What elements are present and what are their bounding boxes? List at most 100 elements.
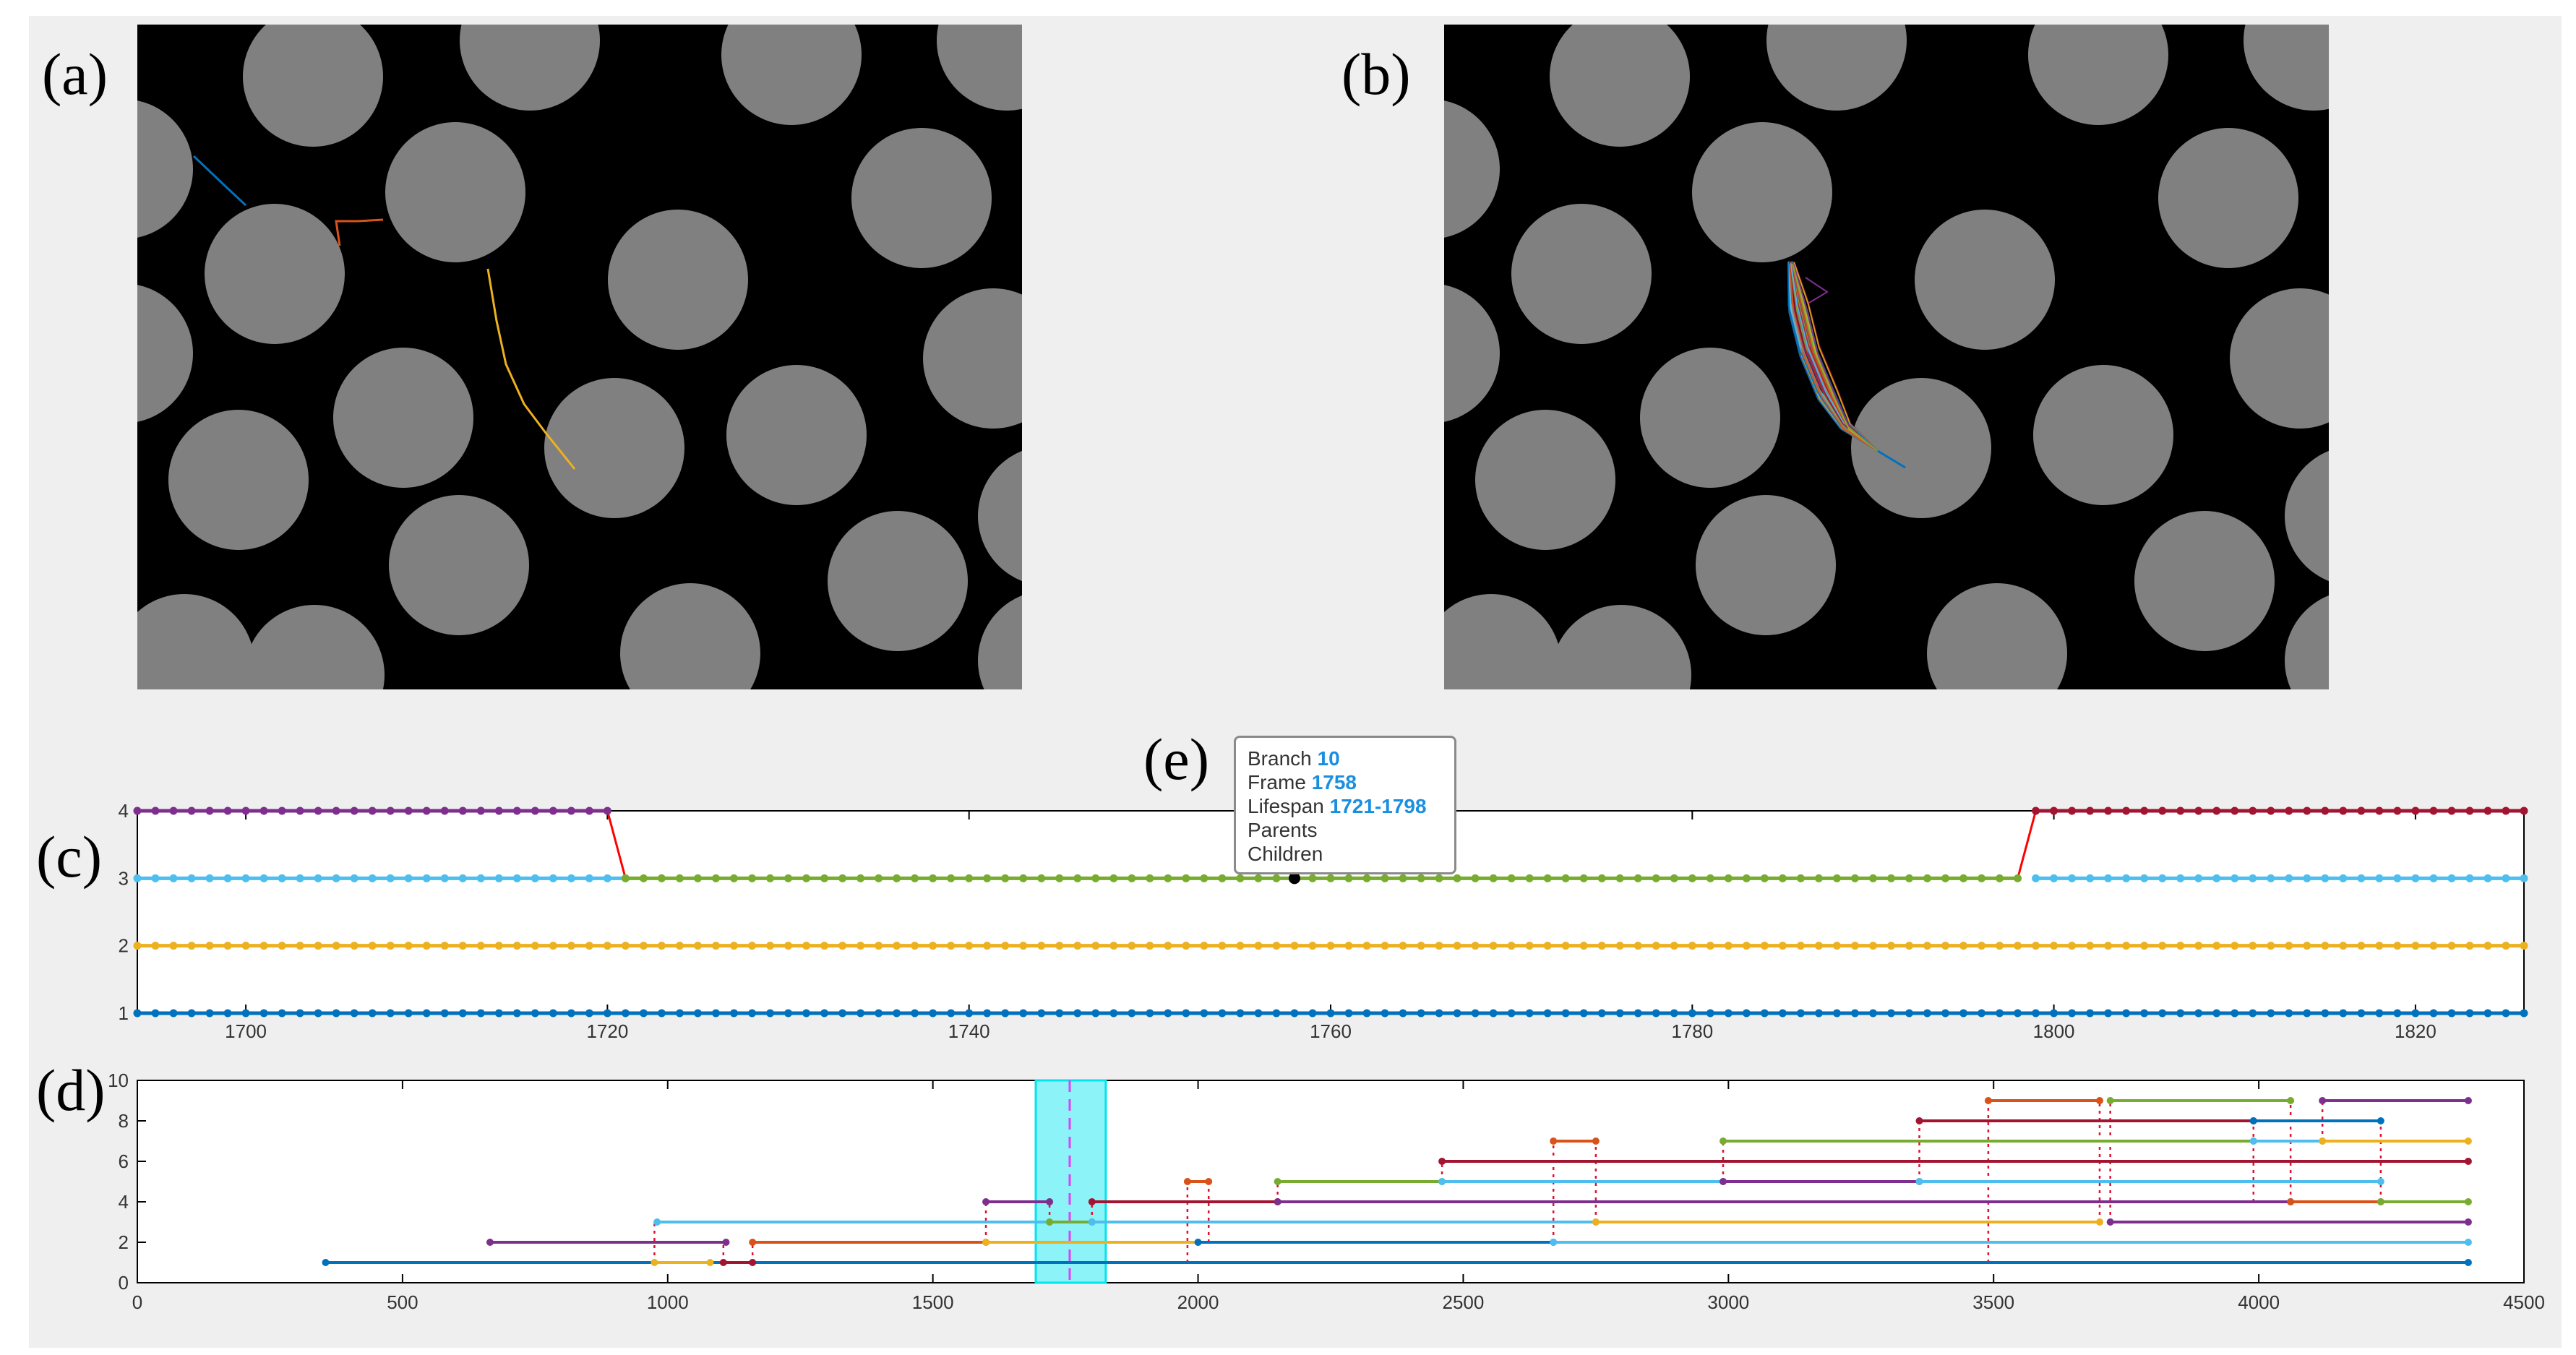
frame-point bbox=[1561, 942, 1570, 950]
frame-point bbox=[2050, 806, 2058, 815]
frame-point bbox=[531, 942, 539, 950]
frame-point bbox=[2104, 1009, 2113, 1018]
frame-point bbox=[2068, 942, 2077, 950]
frame-point bbox=[1724, 874, 1733, 882]
frame-point bbox=[1236, 874, 1245, 882]
frame-point bbox=[2375, 942, 2384, 950]
frame-point bbox=[2375, 874, 2384, 882]
frame-point bbox=[2447, 942, 2456, 950]
frame-point bbox=[1453, 942, 1461, 950]
trajectory-blue bbox=[192, 155, 247, 207]
frame-point bbox=[422, 874, 431, 882]
frame-point bbox=[1688, 1009, 1696, 1018]
frame-point bbox=[2032, 874, 2040, 882]
frame-point bbox=[1001, 874, 1010, 882]
branch-start-point bbox=[1088, 1218, 1096, 1226]
x-tick-label: 1740 bbox=[948, 1020, 990, 1042]
frame-point bbox=[1290, 942, 1299, 950]
frame-point bbox=[2231, 1009, 2239, 1018]
frame-point bbox=[1381, 1009, 1389, 1018]
frame-point bbox=[1706, 1009, 1714, 1018]
frame-point bbox=[603, 806, 611, 815]
trajectory-image-b-svg bbox=[1444, 25, 2329, 689]
frame-point bbox=[1905, 942, 1913, 950]
frame-point bbox=[2357, 942, 2366, 950]
frame-point bbox=[386, 1009, 395, 1018]
frame-point bbox=[151, 806, 160, 815]
frame-point bbox=[1326, 1009, 1335, 1018]
y-tick-label: 4 bbox=[119, 1191, 129, 1213]
frame-point bbox=[296, 806, 304, 815]
frame-point bbox=[2465, 874, 2474, 882]
frame-point bbox=[1344, 1009, 1353, 1018]
frame-point bbox=[2176, 1009, 2185, 1018]
frame-point bbox=[2375, 1009, 2384, 1018]
frame-point bbox=[2465, 806, 2474, 815]
frame-point bbox=[2339, 806, 2348, 815]
frame-point bbox=[2285, 874, 2293, 882]
trajectory-tail bbox=[1877, 449, 1906, 469]
frame-point bbox=[2068, 1009, 2077, 1018]
frame-point bbox=[205, 942, 214, 950]
frame-point bbox=[1886, 942, 1895, 950]
frame-point bbox=[1507, 874, 1516, 882]
frame-point bbox=[350, 1009, 359, 1018]
frame-point bbox=[1055, 1009, 1064, 1018]
frame-point bbox=[1615, 942, 1624, 950]
frame-point bbox=[2465, 1009, 2474, 1018]
frame-point bbox=[332, 1009, 340, 1018]
frame-point bbox=[1362, 874, 1371, 882]
frame-point bbox=[1959, 1009, 1968, 1018]
x-tick-label: 1700 bbox=[225, 1020, 267, 1042]
frame-point bbox=[1850, 874, 1859, 882]
frame-point bbox=[1615, 874, 1624, 882]
frame-point bbox=[1399, 1009, 1407, 1018]
branch-overview-highlight[interactable] bbox=[1034, 1079, 1107, 1284]
frame-point bbox=[1399, 942, 1407, 950]
branch-end-point bbox=[2464, 1218, 2472, 1226]
frame-point bbox=[223, 874, 232, 882]
frame-point bbox=[1344, 874, 1353, 882]
frame-point bbox=[2285, 806, 2293, 815]
frame-point bbox=[1254, 1009, 1263, 1018]
datatip-children-label: Children bbox=[1248, 843, 1323, 865]
frame-point bbox=[223, 806, 232, 815]
branch-overview-series bbox=[322, 1097, 2472, 1266]
frame-point bbox=[947, 942, 956, 950]
frame-point bbox=[1778, 942, 1787, 950]
frame-point bbox=[2447, 874, 2456, 882]
frame-point bbox=[404, 942, 413, 950]
frame-point bbox=[1905, 874, 1913, 882]
frame-point bbox=[259, 942, 268, 950]
trajectory-image-b[interactable] bbox=[1444, 25, 2329, 689]
frame-point bbox=[657, 874, 666, 882]
frame-point bbox=[1091, 1009, 1100, 1018]
branch-end-point bbox=[2377, 1178, 2384, 1185]
frame-point bbox=[1579, 1009, 1588, 1018]
frame-point bbox=[2483, 942, 2492, 950]
x-tick-label: 3000 bbox=[1707, 1291, 1749, 1313]
trajectory-image-a[interactable] bbox=[137, 25, 1022, 689]
branch-start-point bbox=[1984, 1097, 1992, 1104]
branch-start-point bbox=[1915, 1178, 1923, 1185]
frame-point bbox=[1670, 1009, 1678, 1018]
frame-point bbox=[1850, 942, 1859, 950]
branch-start-point bbox=[651, 1259, 658, 1266]
frame-point bbox=[2249, 1009, 2257, 1018]
frame-point bbox=[766, 1009, 775, 1018]
frame-point bbox=[1724, 942, 1733, 950]
frame-point bbox=[1832, 1009, 1841, 1018]
frame-point bbox=[1001, 942, 1010, 950]
frame-point bbox=[766, 874, 775, 882]
branch-start-point bbox=[2319, 1137, 2327, 1145]
frame-point bbox=[2140, 874, 2149, 882]
frame-point bbox=[278, 874, 286, 882]
frame-point bbox=[2104, 874, 2113, 882]
frame-point bbox=[2429, 942, 2438, 950]
frame-point bbox=[1760, 942, 1769, 950]
frame-point bbox=[730, 942, 738, 950]
frame-point bbox=[838, 1009, 847, 1018]
frame-point bbox=[1996, 942, 2004, 950]
